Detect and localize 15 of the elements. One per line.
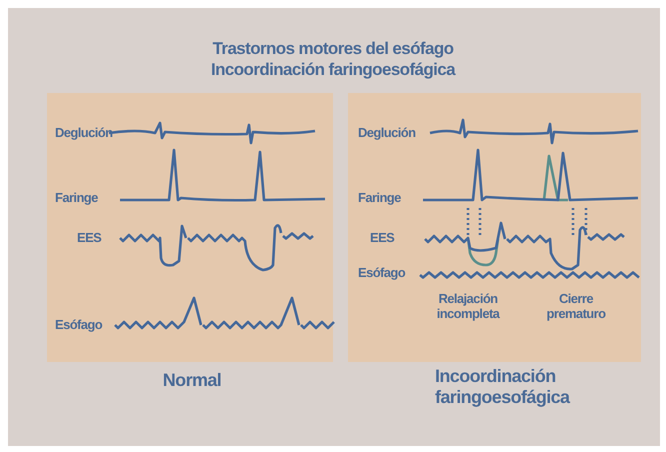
trace-label: Deglución [358,125,416,140]
trace-label: EES [370,230,394,245]
annotation: Cierre prematuro [546,291,606,321]
tracing-panel [348,93,641,362]
trace-label: Esófago [55,317,102,332]
tracing-panel [47,93,333,362]
trace-label: Esófago [358,265,406,280]
panel-caption: Normal [162,370,222,391]
trace-label: Faringe [55,190,98,205]
trace-label: EES [77,230,102,245]
panel-caption: Incoordinación faringoesofágica [434,366,572,408]
diagram-title: Trastornos motores del esófago Incoordinación faringoesofágica [210,38,457,80]
trace-label: Faringe [358,190,401,205]
trace-label: Deglución [55,125,112,140]
annotation: Relajación incompleta [436,291,501,321]
